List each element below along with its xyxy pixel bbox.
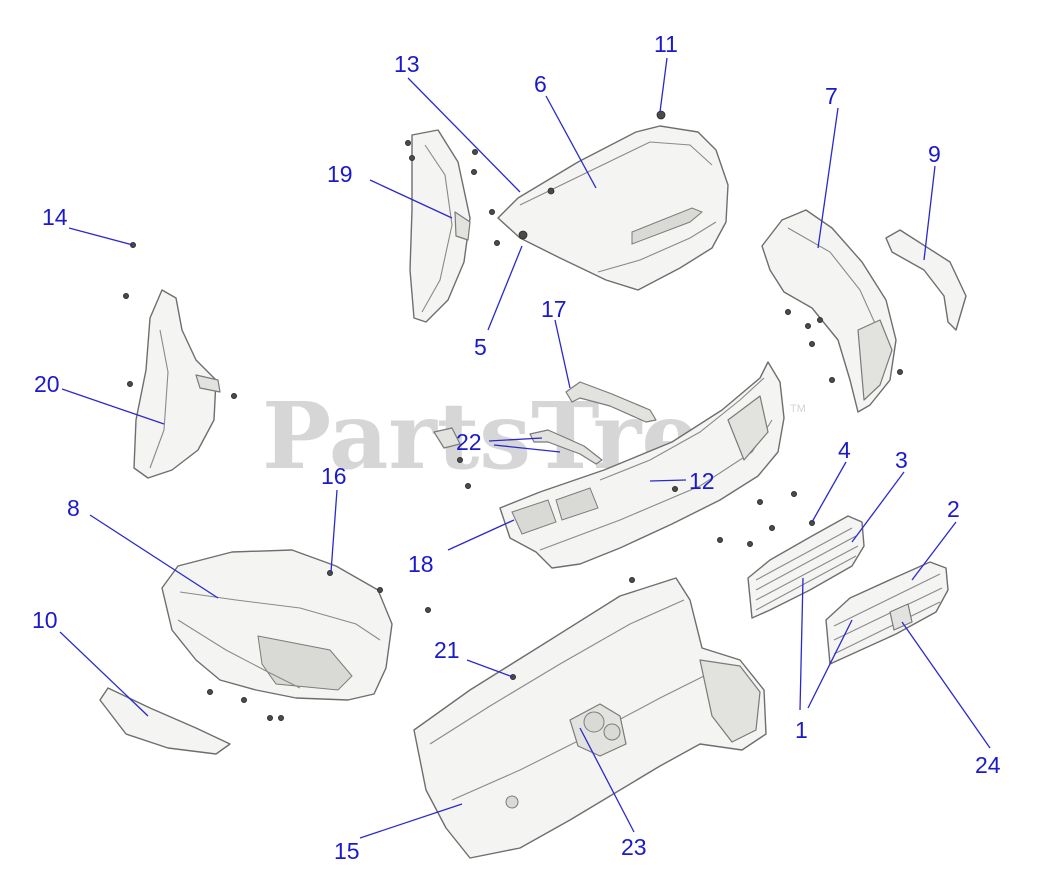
callout-11: 11 — [654, 31, 678, 57]
leader-lines — [59, 57, 991, 839]
callout-2: 2 — [947, 496, 960, 522]
callout-6: 6 — [534, 71, 547, 97]
callout-23: 23 — [621, 834, 647, 860]
part-22-bracket — [433, 427, 603, 465]
callout-1: 1 — [795, 717, 808, 743]
callout-8: 8 — [67, 495, 80, 521]
callout-22: 22 — [456, 429, 482, 455]
callout-24: 24 — [975, 752, 1001, 778]
part-10-skid-plate — [99, 687, 231, 755]
part-2-grille-surround — [825, 561, 949, 665]
callout-10: 10 — [32, 607, 58, 633]
part-20-left-fender — [133, 289, 221, 479]
callout-21: 21 — [434, 637, 460, 663]
callout-20: 20 — [34, 371, 60, 397]
part-6-hood — [497, 125, 729, 291]
part-8-front-fascia — [161, 549, 393, 701]
callout-labels: 1 2 3 4 5 6 7 8 9 10 11 12 13 14 15 16 1… — [32, 31, 1001, 864]
callout-3: 3 — [895, 447, 908, 473]
callout-12: 12 — [689, 468, 715, 494]
callout-5: 5 — [474, 334, 487, 360]
callout-15: 15 — [334, 838, 360, 864]
part-7-right-cowl — [761, 209, 897, 413]
part-19-side-panel — [409, 129, 471, 323]
watermark-trademark: TM — [790, 403, 806, 415]
callout-9: 9 — [928, 141, 941, 167]
callout-19: 19 — [327, 161, 353, 187]
callout-7: 7 — [825, 83, 838, 109]
part-17-bracket — [565, 381, 657, 423]
callout-18: 18 — [408, 551, 434, 577]
part-3-grille-insert — [747, 515, 865, 619]
callout-4: 4 — [838, 437, 851, 463]
part-18-bumper-frame — [499, 361, 785, 569]
callout-17: 17 — [541, 296, 567, 322]
part-15-floor-tub — [413, 577, 767, 859]
callout-14: 14 — [42, 204, 68, 230]
callout-13: 13 — [394, 51, 420, 77]
callout-16: 16 — [321, 463, 347, 489]
